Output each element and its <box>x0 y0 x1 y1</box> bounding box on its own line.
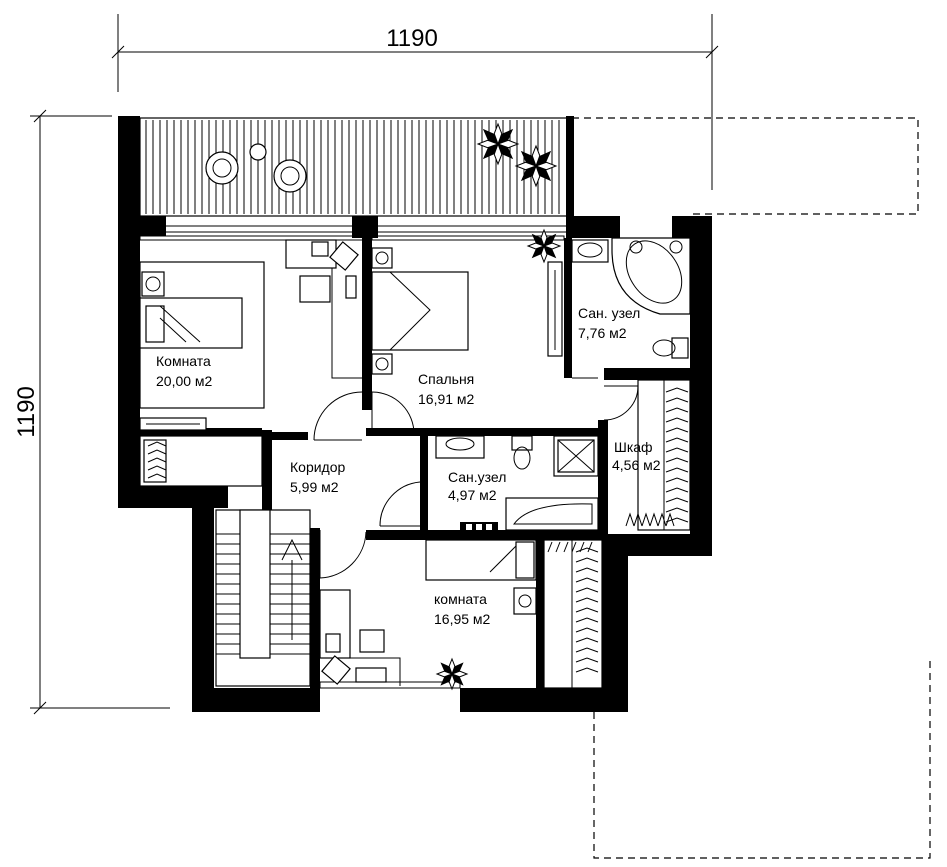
room-2-name: комната <box>434 591 487 607</box>
bedroom-name: Спальня <box>418 371 474 387</box>
shower-icon <box>553 435 599 477</box>
desk-icon-room-2 <box>319 589 401 686</box>
bed-icon <box>139 261 265 409</box>
bath-large-area: 7,76 м2 <box>578 325 627 341</box>
sink-icon-small-bath <box>435 435 485 459</box>
room-1-name: Комната <box>156 353 211 369</box>
hanger-icon-room-1 <box>147 441 167 479</box>
wardrobe-closet <box>637 379 691 531</box>
room-1-area: 20,00 м2 <box>156 373 213 389</box>
sink-icon-large-bath <box>571 239 609 263</box>
bath-small-area: 4,97 м2 <box>448 487 497 503</box>
wardrobe-room-1 <box>139 417 207 431</box>
armchair-icon <box>205 143 307 193</box>
desk-icon <box>285 239 362 379</box>
wardrobe-area: 4,56 м2 <box>612 457 661 473</box>
wardrobe-name: Шкаф <box>614 439 653 455</box>
bath-large-name: Сан. узел <box>578 305 640 321</box>
corridor-area: 5,99 м2 <box>290 479 339 495</box>
left-dimension-label: 1190 <box>13 386 40 438</box>
bed-icon-bedroom <box>371 247 469 375</box>
roof-outline-top-right <box>572 117 919 215</box>
hanger-icon-room-2 <box>547 541 599 673</box>
roof-outline-bottom-right <box>593 660 931 859</box>
toilet-icon-large-bath <box>652 337 689 359</box>
walls <box>118 116 712 712</box>
toilet-icon-small-bath <box>511 435 533 470</box>
bath-small-name: Сан.узел <box>448 469 506 485</box>
bathtub-icon-small-bath <box>505 497 599 531</box>
radiator <box>460 522 498 532</box>
top-dimension-label: 1190 <box>386 25 438 52</box>
left-dimension: 1190 <box>13 109 170 715</box>
hanger-icon-wardrobe <box>625 387 689 527</box>
partitions <box>139 235 690 689</box>
room-labels: Комната 20,00 м2 Спальня 16,91 м2 Сан. у… <box>156 305 661 627</box>
corridor-name: Коридор <box>290 459 346 475</box>
bedroom-area: 16,91 м2 <box>418 391 475 407</box>
closet-room-2 <box>543 539 603 689</box>
bathtub-icon <box>611 237 691 315</box>
staircase-icon <box>215 509 311 687</box>
bedroom-cabinet <box>547 261 563 357</box>
doors <box>313 385 639 579</box>
storage-room-1 <box>139 435 263 487</box>
room-2-area: 16,95 м2 <box>434 611 491 627</box>
plant-icon <box>435 122 562 691</box>
bed-icon-room-2 <box>425 539 537 615</box>
top-dimension: 1190 <box>111 14 719 190</box>
